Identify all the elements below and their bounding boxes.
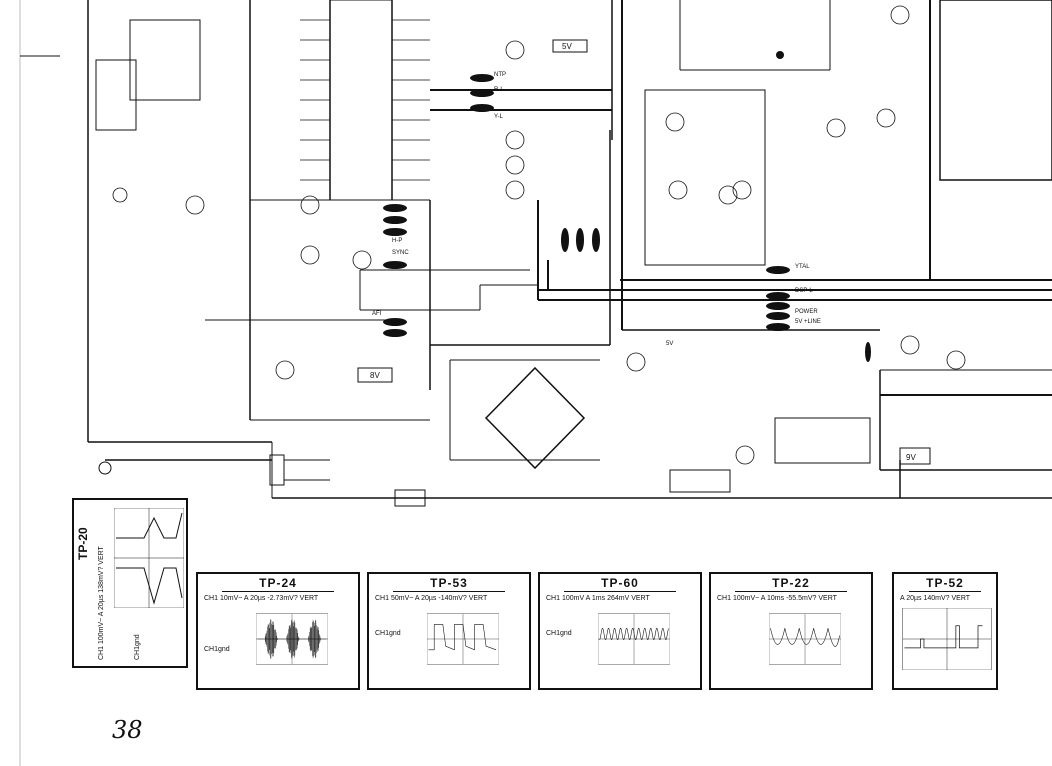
scope-title: TP-22 bbox=[711, 576, 871, 592]
label-8v: 8V bbox=[370, 371, 380, 380]
scope-settings: CH1 100mV~ A 10ms -55.5mV? VERT bbox=[717, 595, 837, 602]
scope-title: TP-20 bbox=[76, 527, 90, 560]
label-5v-mid: 5V bbox=[666, 341, 673, 347]
scope-trace bbox=[427, 613, 499, 665]
label-hp: H-P bbox=[392, 238, 402, 244]
label-dsp: DSP-L bbox=[795, 288, 813, 294]
label-afi: AFI bbox=[372, 311, 382, 317]
scope-settings: CH1 50mV~ A 20µs -140mV? VERT bbox=[375, 595, 488, 602]
scope-trace bbox=[114, 508, 184, 608]
scope-tp-60: TP-60 CH1 100mV A 1ms 264mV VERT CH1gnd bbox=[538, 572, 702, 690]
scope-title: TP-52 bbox=[894, 576, 996, 592]
scope-tp-24: TP-24 CH1 10mV~ A 20µs -2.73mV? VERT CH1… bbox=[196, 572, 360, 690]
label-ntp: NTP bbox=[494, 72, 506, 78]
scope-trace bbox=[902, 608, 992, 670]
scope-tp-52: TP-52 A 20µs 140mV? VERT bbox=[892, 572, 998, 690]
scope-settings: CH1 100mV A 1ms 264mV VERT bbox=[546, 595, 650, 602]
scope-tp-53: TP-53 CH1 50mV~ A 20µs -140mV? VERT CH1g… bbox=[367, 572, 531, 690]
scope-gnd-label: CH1gnd bbox=[546, 630, 572, 637]
scope-trace bbox=[598, 613, 670, 665]
scope-tp-20: TP-20 CH1 100mV~ A 20µs 138mV? VERT CH1g… bbox=[72, 498, 188, 668]
label-rl: R-L bbox=[494, 87, 504, 93]
scope-gnd-label: CH1gnd bbox=[204, 646, 230, 653]
scope-settings: CH1 10mV~ A 20µs -2.73mV? VERT bbox=[204, 595, 319, 602]
scope-trace bbox=[769, 613, 841, 665]
label-5v-top: 5V bbox=[562, 42, 572, 51]
scope-tp-22: TP-22 CH1 100mV~ A 10ms -55.5mV? VERT bbox=[709, 572, 873, 690]
label-yl: Y-L bbox=[494, 114, 503, 120]
label-9v: 9V bbox=[906, 453, 916, 462]
scope-settings: A 20µs 140mV? VERT bbox=[900, 595, 971, 602]
scope-gnd-label: CH1gnd bbox=[375, 630, 401, 637]
label-ytal: YTAL bbox=[795, 264, 810, 270]
label-sync: SYNC bbox=[392, 250, 409, 256]
scope-trace bbox=[256, 613, 328, 665]
label-power: POWER bbox=[795, 309, 818, 315]
page-number: 38 bbox=[112, 716, 143, 744]
label-vcc: 5V +LINE bbox=[795, 319, 821, 325]
scope-title: TP-60 bbox=[540, 576, 700, 592]
scope-settings: CH1 100mV~ A 20µs 138mV? VERT bbox=[98, 546, 105, 660]
scope-title: TP-24 bbox=[198, 576, 358, 592]
scope-gnd-label: CH1gnd bbox=[134, 634, 141, 660]
scope-title: TP-53 bbox=[369, 576, 529, 592]
